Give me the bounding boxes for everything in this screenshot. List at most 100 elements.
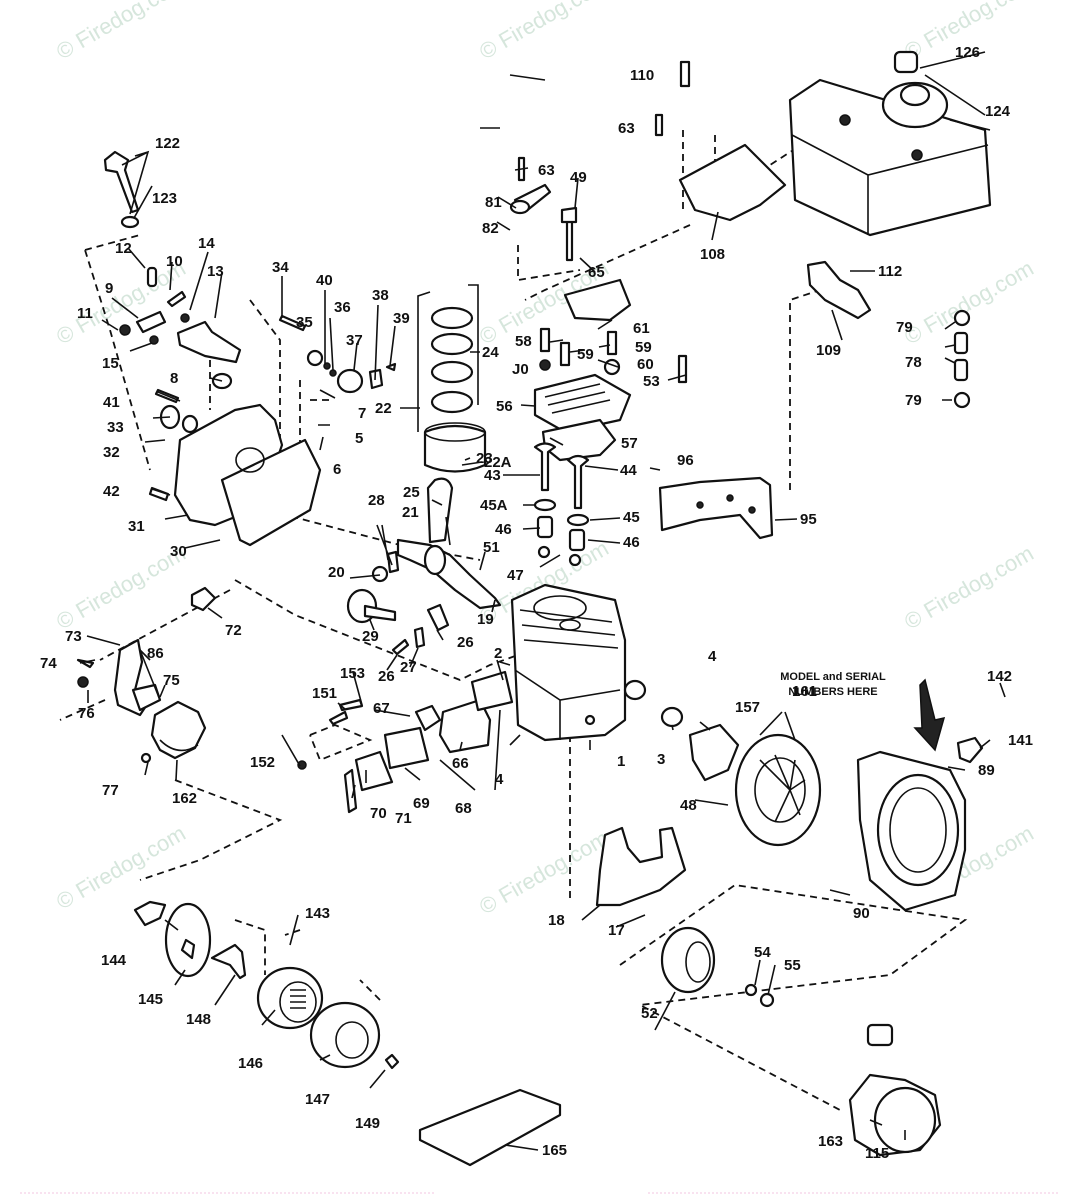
callout-38[interactable]: 38 xyxy=(372,287,389,304)
callout-68[interactable]: 68 xyxy=(455,800,472,817)
callout-110[interactable]: 110 xyxy=(630,67,654,84)
callout-63[interactable]: 63 xyxy=(618,120,635,137)
callout-153[interactable]: 153 xyxy=(340,665,365,682)
callout-45[interactable]: 45 xyxy=(623,509,640,526)
callout-109[interactable]: 109 xyxy=(816,342,841,359)
callout-123[interactable]: 123 xyxy=(152,190,177,207)
callout-57[interactable]: 57 xyxy=(621,435,638,452)
callout-7[interactable]: 7 xyxy=(358,405,366,422)
callout-165[interactable]: 165 xyxy=(542,1142,567,1159)
callout-141[interactable]: 141 xyxy=(1008,732,1033,749)
callout-25[interactable]: 25 xyxy=(403,484,420,501)
callout-115[interactable]: 115 xyxy=(865,1145,889,1162)
callout-6[interactable]: 6 xyxy=(333,461,341,478)
callout-17[interactable]: 17 xyxy=(608,922,625,939)
callout-26[interactable]: 26 xyxy=(378,668,395,685)
callout-95[interactable]: 95 xyxy=(800,511,817,528)
callout-20[interactable]: 20 xyxy=(328,564,345,581)
callout-122[interactable]: 122 xyxy=(155,135,180,152)
callout-37[interactable]: 37 xyxy=(346,332,363,349)
callout-46[interactable]: 46 xyxy=(495,521,512,538)
callout-70[interactable]: 70 xyxy=(370,805,387,822)
callout-8[interactable]: 8 xyxy=(170,370,178,387)
callout-151[interactable]: 151 xyxy=(312,685,337,702)
callout-82[interactable]: 82 xyxy=(482,220,499,237)
callout-35[interactable]: 35 xyxy=(296,314,313,331)
callout-162[interactable]: 162 xyxy=(172,790,197,807)
callout-71[interactable]: 71 xyxy=(395,810,412,827)
callout-29[interactable]: 29 xyxy=(362,628,379,645)
callout-34[interactable]: 34 xyxy=(272,259,289,276)
callout-41[interactable]: 41 xyxy=(103,394,120,411)
callout-28[interactable]: 28 xyxy=(368,492,385,509)
callout-145[interactable]: 145 xyxy=(138,991,163,1008)
callout-108[interactable]: 108 xyxy=(700,246,725,263)
callout-J0[interactable]: J0 xyxy=(512,361,529,378)
callout-26[interactable]: 26 xyxy=(457,634,474,651)
callout-75[interactable]: 75 xyxy=(163,672,180,689)
callout-45A[interactable]: 45A xyxy=(480,497,508,514)
callout-78[interactable]: 78 xyxy=(905,354,922,371)
callout-61[interactable]: 61 xyxy=(633,320,650,337)
callout-22[interactable]: 22 xyxy=(375,400,392,417)
callout-74[interactable]: 74 xyxy=(40,655,57,672)
callout-59[interactable]: 59 xyxy=(635,339,652,356)
callout-4[interactable]: 4 xyxy=(708,648,717,665)
callout-69[interactable]: 69 xyxy=(413,795,430,812)
callout-58[interactable]: 58 xyxy=(515,333,532,350)
callout-54[interactable]: 54 xyxy=(754,944,771,961)
callout-5[interactable]: 5 xyxy=(355,430,363,447)
callout-13[interactable]: 13 xyxy=(207,263,224,280)
callout-40[interactable]: 40 xyxy=(316,272,333,289)
callout-30[interactable]: 30 xyxy=(170,543,187,560)
callout-65[interactable]: 65 xyxy=(588,264,605,281)
callout-163[interactable]: 163 xyxy=(818,1133,843,1150)
callout-32[interactable]: 32 xyxy=(103,444,120,461)
callout-112[interactable]: 112 xyxy=(878,263,902,280)
callout-152[interactable]: 152 xyxy=(250,754,275,771)
callout-77[interactable]: 77 xyxy=(102,782,119,799)
callout-96[interactable]: 96 xyxy=(677,452,694,469)
callout-55[interactable]: 55 xyxy=(784,957,801,974)
callout-53[interactable]: 53 xyxy=(643,373,660,390)
callout-43[interactable]: 43 xyxy=(484,467,501,484)
callout-126[interactable]: 126 xyxy=(955,44,980,61)
callout-11[interactable]: 11 xyxy=(77,305,93,322)
callout-143[interactable]: 143 xyxy=(305,905,330,922)
callout-14[interactable]: 14 xyxy=(198,235,215,252)
callout-2[interactable]: 2 xyxy=(494,645,502,662)
callout-46[interactable]: 46 xyxy=(623,534,640,551)
callout-146[interactable]: 146 xyxy=(238,1055,263,1072)
callout-4[interactable]: 4 xyxy=(495,771,504,788)
callout-72[interactable]: 72 xyxy=(225,622,242,639)
callout-157[interactable]: 157 xyxy=(735,699,760,716)
callout-148[interactable]: 148 xyxy=(186,1011,211,1028)
callout-49[interactable]: 49 xyxy=(570,169,587,186)
callout-144[interactable]: 144 xyxy=(101,952,127,969)
callout-142[interactable]: 142 xyxy=(987,668,1012,685)
callout-36[interactable]: 36 xyxy=(334,299,351,316)
callout-12[interactable]: 12 xyxy=(115,240,132,257)
callout-21[interactable]: 21 xyxy=(402,504,419,521)
callout-147[interactable]: 147 xyxy=(305,1091,330,1108)
callout-81[interactable]: 81 xyxy=(485,194,502,211)
callout-19[interactable]: 19 xyxy=(477,611,494,628)
callout-47[interactable]: 47 xyxy=(507,567,524,584)
callout-79[interactable]: 79 xyxy=(896,319,913,336)
callout-22A[interactable]: 22A xyxy=(484,454,512,471)
callout-52[interactable]: 52 xyxy=(641,1005,658,1022)
callout-18[interactable]: 18 xyxy=(548,912,565,929)
callout-48[interactable]: 48 xyxy=(680,797,697,814)
callout-42[interactable]: 42 xyxy=(103,483,120,500)
callout-59[interactable]: 59 xyxy=(577,346,594,363)
callout-79[interactable]: 79 xyxy=(905,392,922,409)
callout-33[interactable]: 33 xyxy=(107,419,124,436)
callout-76[interactable]: 76 xyxy=(78,705,95,722)
callout-10[interactable]: 10 xyxy=(166,253,183,270)
callout-60[interactable]: 60 xyxy=(637,356,654,373)
callout-3[interactable]: 3 xyxy=(657,751,665,768)
callout-66[interactable]: 66 xyxy=(452,755,469,772)
callout-24[interactable]: 24 xyxy=(482,344,499,361)
callout-67[interactable]: 67 xyxy=(373,700,390,717)
callout-124[interactable]: 124 xyxy=(985,103,1011,120)
